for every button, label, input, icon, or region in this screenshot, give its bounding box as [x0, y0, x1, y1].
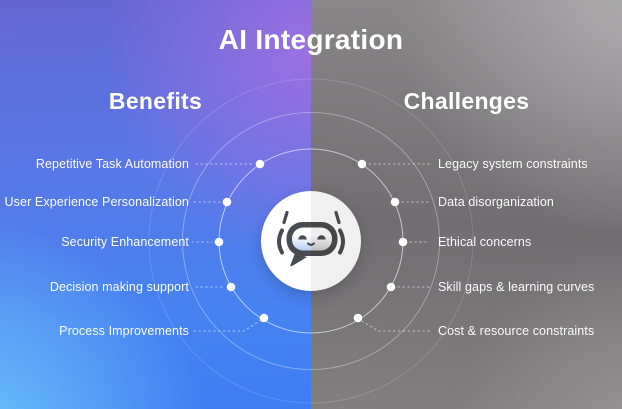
challenges-heading: Challenges	[403, 88, 530, 114]
benefit-label: Repetitive Task Automation	[35, 157, 189, 171]
challenge-label: Data disorganization	[438, 195, 554, 209]
benefit-label: User Experience Personalization	[4, 195, 189, 209]
challenges-background-panel	[311, 0, 622, 409]
benefits-heading: Benefits	[108, 88, 203, 114]
page-title: AI Integration	[218, 24, 404, 55]
benefit-label: Security Enhancement	[61, 235, 189, 249]
node-dots	[214, 159, 408, 323]
benefit-label: Decision making support	[49, 280, 189, 294]
benefits-background-panel	[0, 0, 311, 409]
benefit-label: Process Improvements	[59, 324, 189, 338]
leader-lines	[191, 163, 432, 332]
challenge-label: Legacy system constraints	[438, 157, 588, 171]
challenge-label: Ethical concerns	[438, 235, 532, 249]
challenge-label: Cost & resource constraints	[438, 324, 595, 338]
robot-avatar	[261, 191, 361, 291]
challenge-label: Skill gaps & learning curves	[438, 280, 595, 294]
